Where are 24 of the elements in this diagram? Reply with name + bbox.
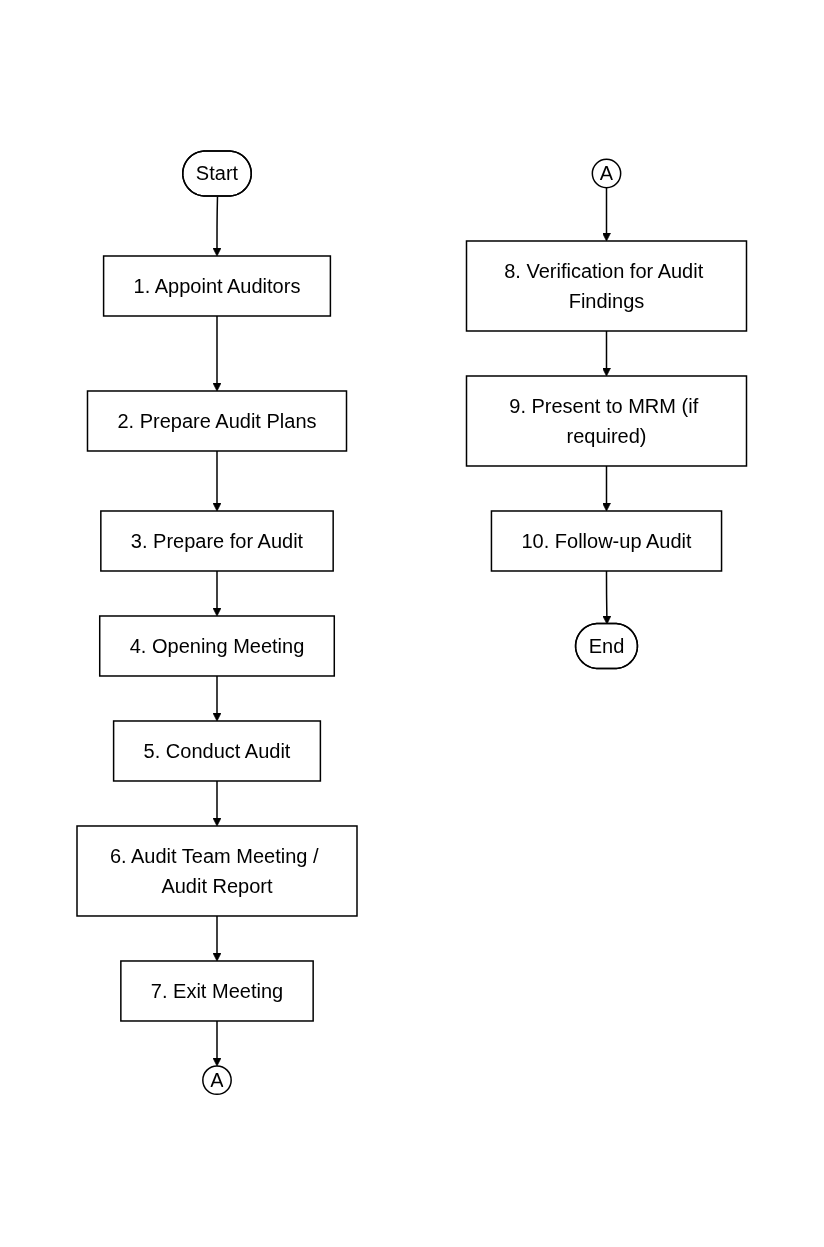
node-box: 10. Follow-up Audit: [490, 510, 723, 573]
arrow: [212, 1020, 222, 1067]
node-circle: A: [202, 1065, 233, 1096]
arrow: [602, 330, 612, 377]
arrow: [602, 465, 612, 512]
arrow: [212, 196, 222, 257]
node-box: 9. Present to MRM (if required): [466, 375, 748, 468]
node-box: 8. Verification for Audit Findings: [466, 240, 748, 333]
node-box: 4. Opening Meeting: [99, 615, 336, 678]
arrow: [212, 570, 222, 617]
node-box: 7. Exit Meeting: [120, 960, 315, 1023]
arrow: [212, 675, 222, 722]
arrow: [212, 780, 222, 827]
arrow: [602, 187, 612, 242]
node-box: 3. Prepare for Audit: [100, 510, 335, 573]
node-circle: A: [591, 159, 622, 189]
arrow: [212, 915, 222, 962]
node-box: 5. Conduct Audit: [113, 720, 322, 783]
node-box: 2. Prepare Audit Plans: [87, 390, 348, 453]
node-box: 1. Appoint Auditors: [103, 255, 332, 318]
arrow: [212, 315, 222, 392]
arrow: [212, 450, 222, 512]
node-box: 6. Audit Team Meeting / Audit Report: [76, 825, 358, 918]
arrow: [602, 570, 612, 625]
